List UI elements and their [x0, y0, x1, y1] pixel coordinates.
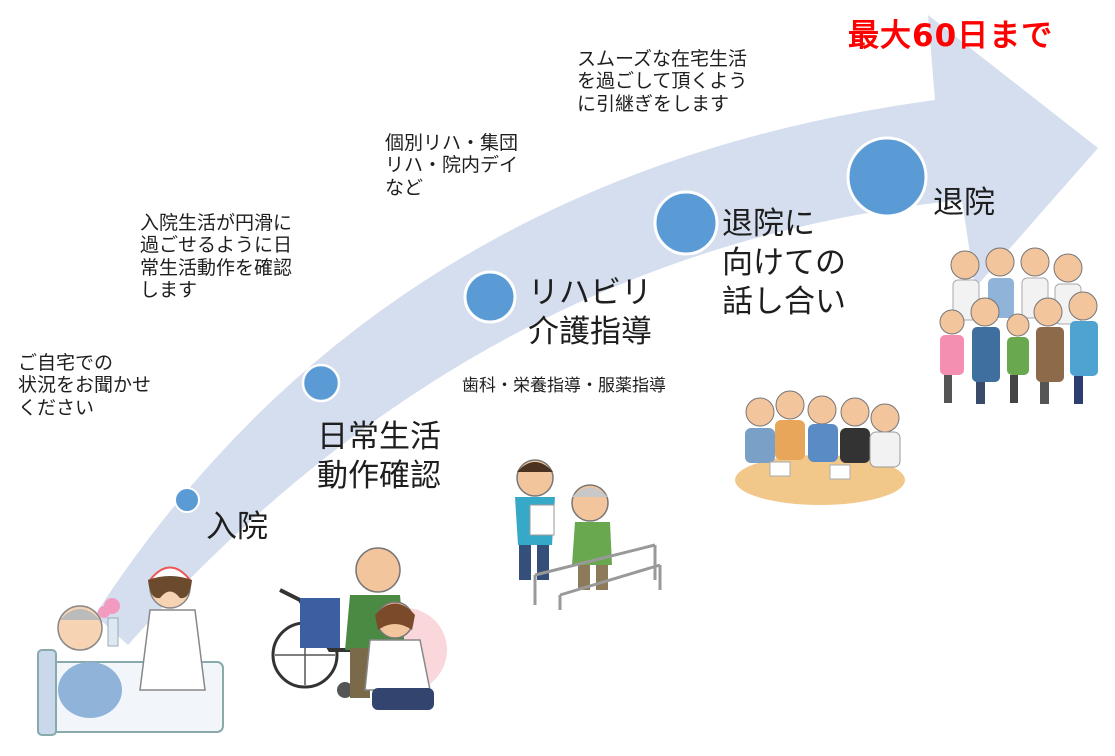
- illustration-family-meeting: [735, 390, 905, 505]
- stage-dot-admission: [174, 487, 200, 513]
- stage-dot-discharge-talk: [653, 190, 719, 256]
- stage-label-discharge: 退院: [933, 185, 995, 221]
- stage-dot-rehab: [463, 270, 517, 324]
- note-admission: ご自宅での 状況をお聞かせ ください: [18, 352, 152, 419]
- stage-label-rehab: リハビリ 介護指導: [528, 275, 652, 350]
- stage-label-adl-check: 日常生活 動作確認: [317, 419, 441, 494]
- duration-headline: 最大60日まで: [848, 18, 1054, 54]
- note-adl-check: 入院生活が円滑に 過ごせるように日 常生活動作を確認 します: [140, 212, 293, 302]
- stage-dot-discharge: [846, 136, 928, 218]
- subnote-rehab: 歯科・栄養指導・服薬指導: [462, 376, 666, 396]
- stage-label-admission: 入院: [206, 509, 268, 545]
- stage-dot-adl-check: [301, 363, 341, 403]
- illustration-family-group: [939, 247, 1098, 404]
- stage-label-discharge-talk: 退院に 向けての 話し合い: [722, 206, 846, 320]
- illustration-rehab-training: [515, 459, 662, 610]
- note-discharge-talk: スムーズな在宅生活 を過ごして頂くよう に引継ぎをします: [577, 48, 748, 115]
- note-rehab: 個別リハ・集団 リハ・院内デイ など: [385, 132, 519, 199]
- illustration-wheelchair-assist: [271, 547, 447, 710]
- illustration-patient-in-bed: [37, 566, 224, 736]
